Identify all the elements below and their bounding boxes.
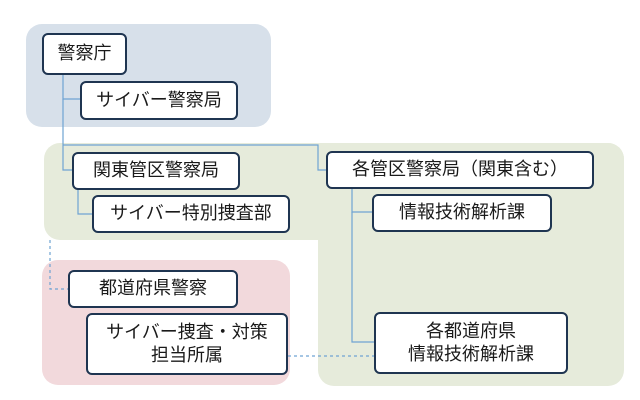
cyber-dept-label-line1: サイバー捜査・対策: [106, 321, 268, 343]
pref-info-tech-node: 各都道府県 情報技術解析課: [374, 312, 568, 374]
pref-info-tech-label-line1: 各都道府県: [426, 320, 516, 342]
cyber-bureau-node: サイバー警察局: [80, 81, 238, 120]
kanto-to-special-unit-line: [77, 186, 92, 215]
cyber-dept-node: サイバー捜査・対策 担当所属: [86, 313, 288, 375]
regional-bureaus-node: 各管区警察局（関東含む）: [326, 151, 594, 189]
regional-bureaus-label: 各管区警察局（関東含む）: [352, 159, 568, 181]
npa-to-prefecture-dashed-line: [49, 240, 68, 290]
pref-info-tech-label-line2: 情報技術解析課: [408, 344, 534, 365]
info-tech-section-label: 情報技術解析課: [399, 202, 525, 224]
info-tech-section-node: 情報技術解析課: [372, 194, 552, 232]
npa-label: 警察庁: [57, 43, 112, 65]
cyber-special-unit-node: サイバー特別捜査部: [92, 195, 290, 233]
cyber-bureau-label: サイバー警察局: [96, 89, 222, 111]
regional-to-infotech-line: [351, 186, 372, 213]
cyber-special-unit-label: サイバー特別捜査部: [110, 203, 272, 225]
npa-to-kanto-line: [62, 99, 72, 171]
prefectural-police-label: 都道府県警察: [99, 278, 207, 300]
kanto-bureau-label: 関東管区警察局: [93, 160, 219, 182]
npa-node: 警察庁: [42, 33, 127, 75]
cyber-dept-label-line2: 担当所属: [151, 345, 223, 366]
npa-to-cyber-bureau-line: [62, 72, 80, 100]
regional-to-pref-infotech-line: [351, 212, 374, 343]
npa-to-regional-line: [63, 144, 326, 171]
prefectural-police-node: 都道府県警察: [68, 270, 238, 308]
kanto-bureau-node: 関東管区警察局: [72, 152, 240, 190]
